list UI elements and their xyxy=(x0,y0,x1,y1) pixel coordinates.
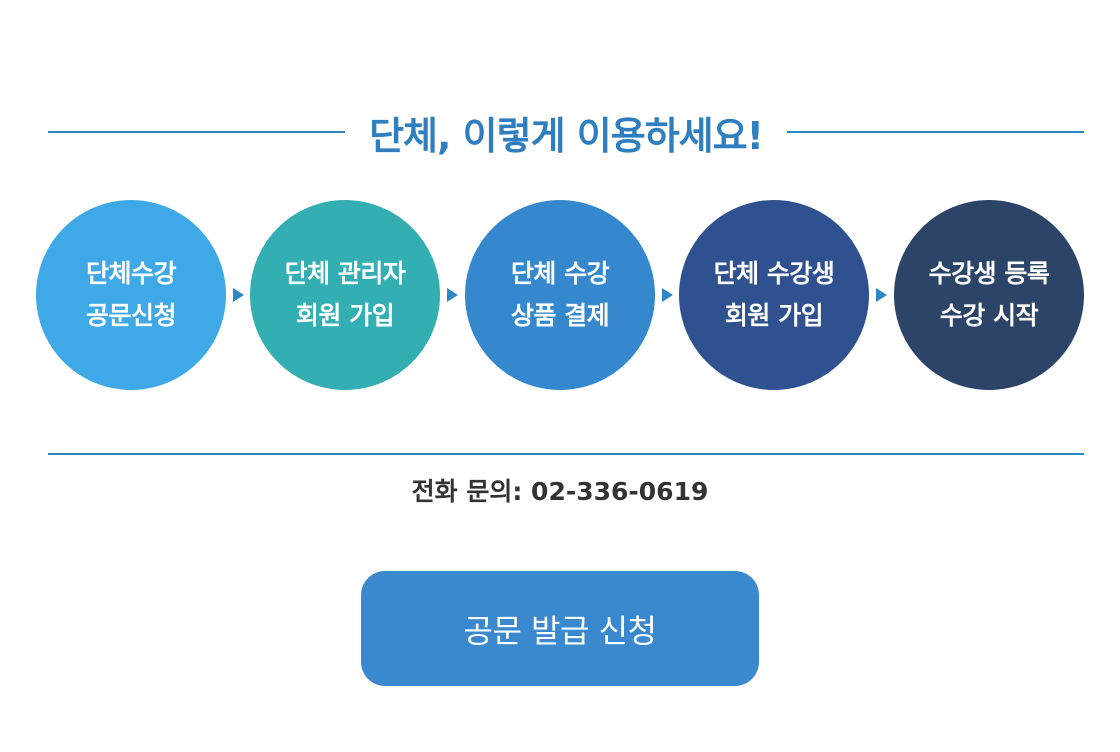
title-line-right xyxy=(786,131,1085,133)
section-title: 단체, 이렇게 이용하세요! xyxy=(369,113,764,158)
step-1-line1: 단체수강 xyxy=(85,259,177,288)
step-3-circle: 단체 수강 상품 결제 xyxy=(465,200,655,390)
step-4-line1: 단체 수강생 xyxy=(713,259,835,288)
step-5-circle: 수강생 등록 수강 시작 xyxy=(894,200,1084,390)
step-4-line2: 회원 가입 xyxy=(724,301,824,330)
step-5-line2: 수강 시작 xyxy=(939,301,1039,330)
step-5-line1: 수강생 등록 xyxy=(928,259,1050,288)
step-3-line2: 상품 결제 xyxy=(510,301,610,330)
title-line-left xyxy=(48,131,346,133)
step-2-circle: 단체 관리자 회원 가입 xyxy=(250,200,440,390)
step-arrow-icon xyxy=(233,288,244,302)
process-steps: 단체수강 공문신청 단체 관리자 회원 가입 단체 수강 상품 결제 단체 수강… xyxy=(36,200,1084,390)
step-2-line1: 단체 관리자 xyxy=(284,259,406,288)
step-3-line1: 단체 수강 xyxy=(510,259,610,288)
step-arrow-icon xyxy=(662,288,673,302)
section-divider xyxy=(48,453,1084,455)
step-2-line2: 회원 가입 xyxy=(295,301,395,330)
phone-inquiry: 전화 문의: 02-336-0619 xyxy=(411,477,709,506)
request-document-button[interactable]: 공문 발급 신청 xyxy=(361,571,759,686)
section-title-row: 단체, 이렇게 이용하세요! xyxy=(48,102,1085,162)
step-1-line2: 공문신청 xyxy=(85,301,177,330)
step-1-circle: 단체수강 공문신청 xyxy=(36,200,226,390)
step-arrow-icon xyxy=(876,288,887,302)
step-4-circle: 단체 수강생 회원 가입 xyxy=(679,200,869,390)
step-arrow-icon xyxy=(447,288,458,302)
